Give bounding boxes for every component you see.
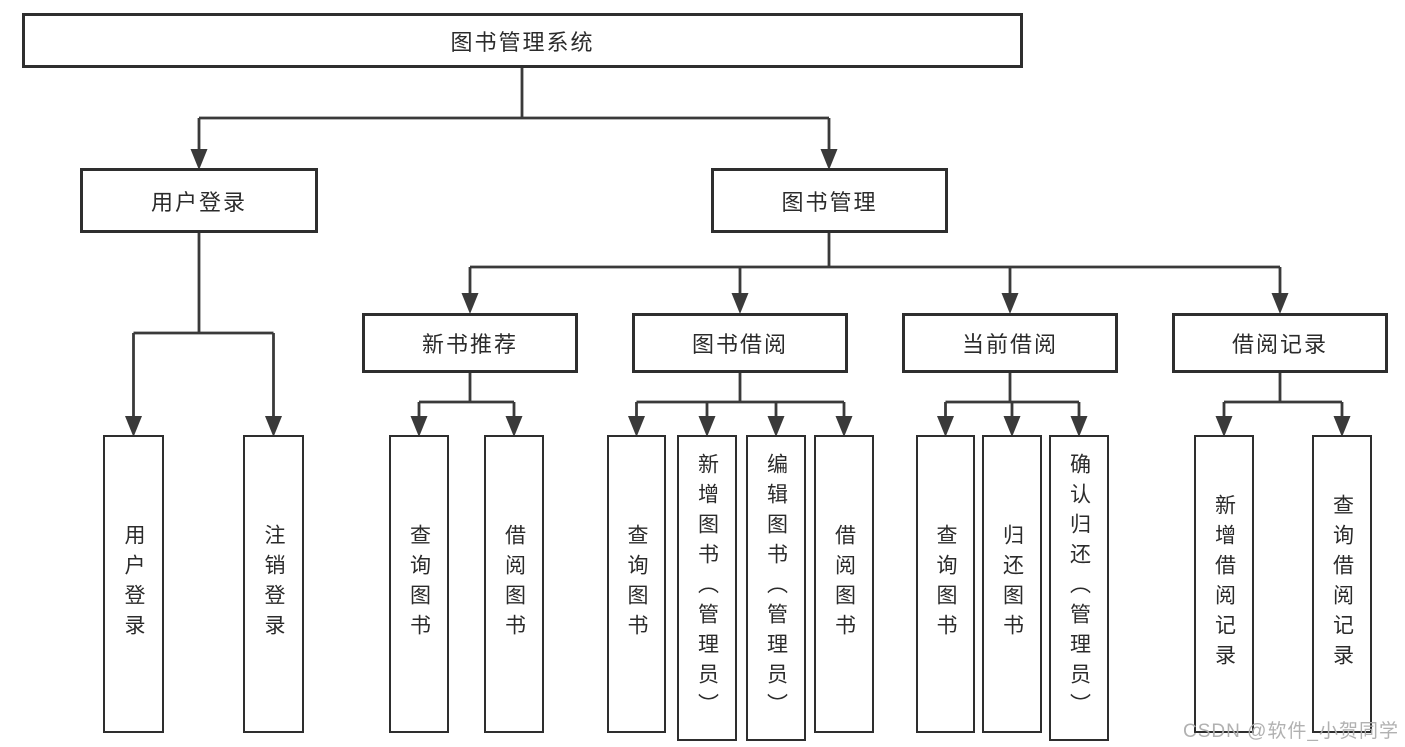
node-label: 注销登录: [262, 524, 285, 644]
node-leaf-logout: 注销登录: [243, 435, 304, 733]
node-leaf-query-books-recommend: 查询图书: [389, 435, 449, 733]
node-leaf-query-books-current: 查询图书: [916, 435, 975, 733]
node-label: 借阅图书: [832, 524, 856, 644]
node-label: 确认归还（管理员）: [1067, 453, 1091, 723]
node-borrow-records: 借阅记录: [1172, 313, 1388, 373]
arrowheads: [125, 149, 1351, 437]
node-root-system: 图书管理系统: [22, 13, 1023, 68]
node-new-book-recommend: 新书推荐: [362, 313, 578, 373]
node-label: 借阅记录: [1231, 332, 1328, 357]
csdn-watermark: CSDN @软件_小贺同学: [1183, 721, 1399, 742]
node-label: 当前借阅: [961, 332, 1058, 357]
node-leaf-user-login: 用户登录: [103, 435, 164, 733]
node-label: 新增借阅记录: [1212, 494, 1236, 674]
node-leaf-return-book: 归还图书: [982, 435, 1042, 733]
node-label: 用户登录: [150, 189, 247, 215]
node-label: 图书管理系统: [450, 29, 595, 55]
node-label: 新书推荐: [421, 332, 518, 357]
node-book-management: 图书管理: [711, 168, 948, 233]
node-user-login: 用户登录: [80, 168, 318, 233]
node-leaf-add-book-admin: 新增图书（管理员）: [677, 435, 737, 741]
node-book-borrow: 图书借阅: [632, 313, 848, 373]
node-leaf-edit-book-admin: 编辑图书（管理员）: [746, 435, 806, 741]
node-leaf-query-borrow-record: 查询借阅记录: [1312, 435, 1372, 733]
node-label: 新增图书（管理员）: [695, 453, 719, 723]
node-current-borrow: 当前借阅: [902, 313, 1118, 373]
node-leaf-add-borrow-record: 新增借阅记录: [1194, 435, 1254, 733]
node-label: 图书管理: [781, 189, 878, 215]
node-leaf-borrow-books: 借阅图书: [814, 435, 874, 733]
node-label: 查询借阅记录: [1330, 494, 1354, 674]
node-label: 查询图书: [407, 524, 431, 644]
node-leaf-borrow-books-recommend: 借阅图书: [484, 435, 544, 733]
node-label: 用户登录: [122, 524, 145, 644]
node-label: 查询图书: [934, 524, 957, 644]
node-label: 借阅图书: [502, 524, 526, 644]
node-label: 图书借阅: [691, 332, 788, 357]
node-label: 查询图书: [625, 524, 648, 644]
node-leaf-confirm-return-admin: 确认归还（管理员）: [1049, 435, 1109, 741]
node-leaf-query-books-borrow: 查询图书: [607, 435, 666, 733]
node-label: 归还图书: [1000, 524, 1024, 644]
node-label: 编辑图书（管理员）: [764, 453, 788, 723]
